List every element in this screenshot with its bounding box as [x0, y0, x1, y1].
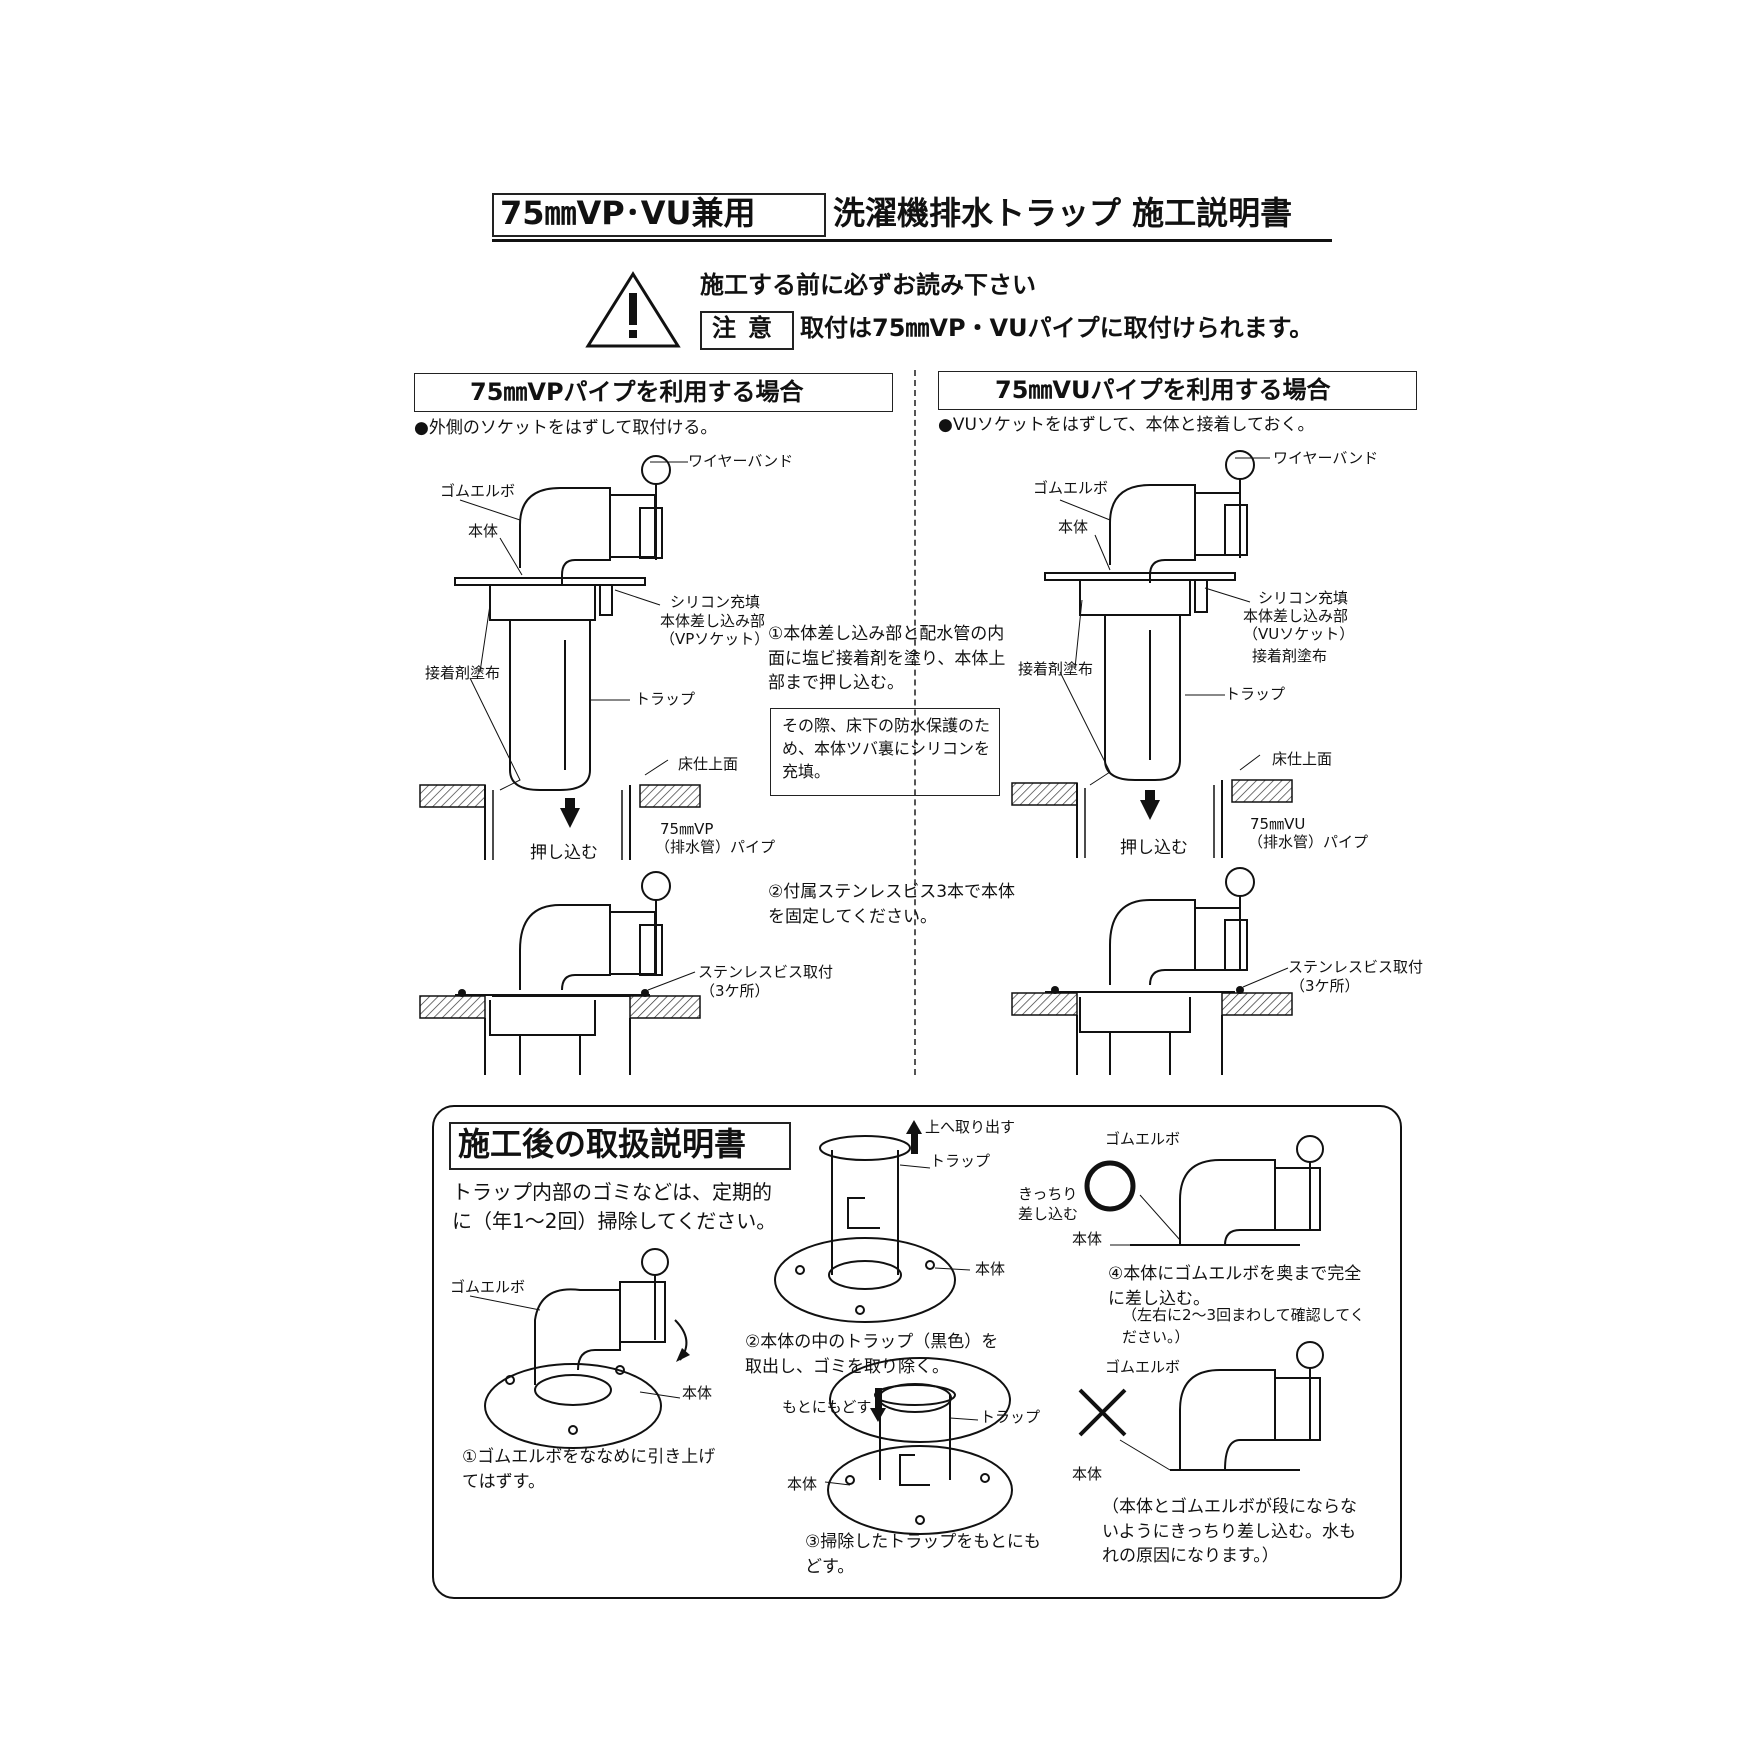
- fig3-label-trap: トラップ: [980, 1408, 1041, 1426]
- center-step2: ②付属ステンレスビス3本で本体を固定してください。: [768, 882, 1016, 927]
- fig3-label-return: もとにもどす: [782, 1398, 872, 1416]
- fig5-caption: （本体とゴムエルボが段にならないようにきっちり差し込む。水もれの原因になります。…: [1102, 1497, 1357, 1567]
- page-title: 洗濯機排水トラップ 施工説明書: [833, 194, 1293, 232]
- vp-label-silicone: シリコン充填: [670, 593, 761, 611]
- fig4-sub: （左右に2～3回まわして確認してください。）: [1122, 1306, 1365, 1346]
- vu-label-insert: 本体差し込み部: [1243, 607, 1349, 625]
- vp-label-adhesive: 接着剤塗布: [425, 664, 501, 682]
- fig1-label-body: 本体: [682, 1384, 713, 1402]
- section-divider: [914, 370, 916, 1075]
- fig4-label-rubber-elbow: ゴムエルボ: [1105, 1130, 1181, 1148]
- vu-fixed-drawing: [1045, 867, 1255, 1075]
- caution-badge: 注意: [712, 314, 784, 342]
- vp-label-floor: 床仕上面: [678, 755, 739, 773]
- fig2-label-trap: トラップ: [930, 1152, 991, 1170]
- fig4-label-body: 本体: [1072, 1230, 1103, 1248]
- vu-note: ●VUソケットをはずして、本体と接着しておく。: [938, 415, 1315, 435]
- vu-label-adhesive: 接着剤塗布: [1018, 660, 1094, 678]
- fig3-caption: ③掃除したトラップをもとにもどす。: [805, 1532, 1041, 1577]
- vu-label-wire-band: ワイヤーバンド: [1273, 449, 1379, 467]
- center-step1: ①本体差し込み部と配水管の内面に塩ビ接着剤を塗り、本体上部まで押し込む。: [768, 624, 1006, 694]
- vp-label-trap: トラップ: [635, 690, 696, 708]
- fig1-label-rubber-elbow: ゴムエルボ: [450, 1278, 526, 1296]
- fig1-caption: ①ゴムエルボをななめに引き上げてはずす。: [462, 1447, 716, 1492]
- vp-note: ●外側のソケットをはずして取付ける。: [414, 418, 718, 438]
- fig3-label-body: 本体: [787, 1475, 818, 1493]
- vu-label-silicone: シリコン充填: [1258, 589, 1349, 607]
- vp-label-socket: （VPソケット）: [660, 630, 770, 648]
- vu-label-pipe2: （排水管）パイプ: [1248, 833, 1369, 851]
- aftercare-fig3: [824, 1357, 1013, 1535]
- fig5-label-body: 本体: [1072, 1465, 1103, 1483]
- aftercare-fig2: [774, 1135, 971, 1323]
- vp-label-push: 押し込む: [530, 843, 598, 863]
- aftercare-title: 施工後の取扱説明書: [458, 1125, 747, 1163]
- fig2-caption: ②本体の中のトラップ（黒色）を取出し、ゴミを取り除く。: [745, 1332, 999, 1377]
- vp-label-wire-band: ワイヤーバンド: [688, 452, 794, 470]
- center-note: その際、床下の防水保護のため、本体ツバ裏にシリコンを充填。: [782, 716, 991, 782]
- vp-label-screw-count: （3ケ所）: [700, 982, 770, 1000]
- vu-header: 75㎜VUパイプを利用する場合: [995, 376, 1331, 404]
- vp-label-screw: ステンレスビス取付: [698, 963, 834, 981]
- vu-install-drawing: [1044, 450, 1255, 810]
- vp-header: 75㎜VPパイプを利用する場合: [470, 378, 804, 406]
- vu-header-box: [938, 371, 1417, 410]
- warning-text: 取付は75㎜VP・VUパイプに取付けられます。: [800, 314, 1314, 342]
- title-tag-box: [492, 193, 826, 237]
- vu-label-socket: （VUソケット）: [1243, 625, 1355, 643]
- vp-label-pipe2: （排水管）パイプ: [655, 838, 776, 856]
- title-tag: 75㎜VP･VU兼用: [500, 194, 756, 232]
- title-underline: [492, 239, 1332, 242]
- fig5-label-rubber-elbow: ゴムエルボ: [1105, 1358, 1181, 1376]
- vu-label-rubber-elbow: ゴムエルボ: [1033, 479, 1109, 497]
- vu-label-trap: トラップ: [1225, 685, 1286, 703]
- fig2-label-body: 本体: [975, 1260, 1006, 1278]
- caution-badge-box: [700, 311, 794, 350]
- aftercare-fig4: [1084, 1135, 1324, 1246]
- vu-label-screw: ステンレスビス取付: [1288, 958, 1424, 976]
- vu-label-floor: 床仕上面: [1272, 750, 1333, 768]
- vp-header-box: [414, 373, 893, 412]
- vp-install-drawing: [454, 455, 671, 818]
- fig2-label-pull-up: 上へ取り出す: [925, 1118, 1016, 1136]
- center-note-box: [770, 708, 1000, 796]
- vu-label-adhesive-right: 接着剤塗布: [1252, 647, 1328, 665]
- vu-label-push: 押し込む: [1120, 838, 1188, 858]
- vp-label-body: 本体: [468, 522, 499, 540]
- aftercare-title-box: [449, 1122, 791, 1170]
- vp-label-rubber-elbow: ゴムエルボ: [440, 482, 516, 500]
- vu-label-body: 本体: [1058, 518, 1089, 536]
- fig4-caption: ④本体にゴムエルボを奥まで完全に差し込む。: [1108, 1264, 1362, 1309]
- vu-label-screw-count: （3ケ所）: [1290, 977, 1360, 995]
- warning-line1: 施工する前に必ずお読み下さい: [700, 271, 1036, 299]
- vu-label-pipe1: 75㎜VU: [1250, 815, 1306, 833]
- aftercare-fig5: [1078, 1341, 1324, 1471]
- vp-label-pipe1: 75㎜VP: [660, 820, 714, 838]
- vp-label-insert: 本体差し込み部: [660, 612, 766, 630]
- aftercare-intro: トラップ内部のゴミなどは、定期的に（年1～2回）掃除してください。: [452, 1180, 777, 1233]
- fig4-label-tight: きっちり差し込む: [1018, 1185, 1079, 1223]
- aftercare-panel: [432, 1105, 1402, 1599]
